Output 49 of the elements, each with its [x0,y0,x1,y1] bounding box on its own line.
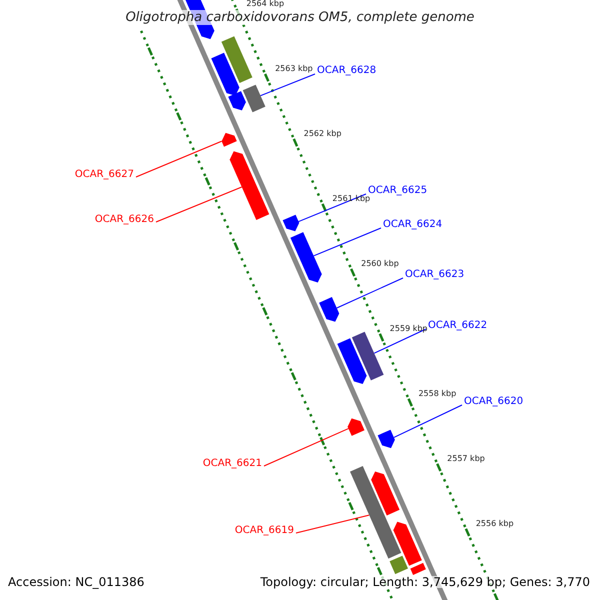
gene-segment [282,214,300,232]
gene-segment [352,332,384,380]
gene-label: OCAR_6626 [94,215,154,225]
leader-line [393,404,462,438]
gene-label: OCAR_6624 [383,220,442,230]
gene-segment [337,338,367,384]
leader-line [264,428,349,466]
gene-segment [242,84,266,112]
gene-segment [290,232,322,282]
gene-segment [222,132,237,147]
leader-line [296,514,370,534]
leader-line [336,278,404,308]
gene-segment [410,562,426,575]
gene-label: OCAR_6620 [464,397,524,407]
gene-label: OCAR_6625 [368,186,428,196]
tick-label: 2562 kbp [304,130,342,138]
tick-label: 2563 kbp [275,65,313,74]
gene-segment [390,556,408,574]
gene-label: OCAR_6622 [428,321,488,331]
leader-line [313,228,382,256]
tick-label: 2558 kbp [418,390,456,398]
genome-summary: Topology: circular; Length: 3,745,629 bp; Genes: 3,770 [260,576,590,588]
gene-segment [371,472,400,516]
tick-label: 2556 kbp [476,520,514,528]
gene-segment [230,151,270,220]
gene-label: OCAR_6619 [234,526,294,536]
gene-label: OCAR_6628 [317,66,376,76]
gene-label: OCAR_6623 [405,270,464,280]
gene-segment [221,36,252,83]
tick-label: 2564 kbp [246,0,284,8]
gene-label: OCAR_6627 [74,170,134,180]
gene-segment [211,52,240,96]
leader-line [156,186,242,222]
gene-segment [319,297,340,322]
gene-segment [348,418,364,436]
tick-label: 2557 kbp [447,455,485,464]
tick-label: 2560 kbp [361,260,399,268]
gene-label: OCAR_6621 [202,459,262,469]
leader-line [374,328,426,354]
leader-line [260,74,316,96]
gene-segment [393,522,422,566]
tick-label: 2561 kbp [332,195,370,204]
leader-line [298,194,366,222]
gene-segment [228,91,246,110]
gene-segment [350,466,402,559]
gene-segment [378,430,395,448]
tick-label: 2559 kbp [390,325,428,334]
accession-note: Accession: NC_011386 [8,576,144,588]
leader-line [136,140,222,178]
